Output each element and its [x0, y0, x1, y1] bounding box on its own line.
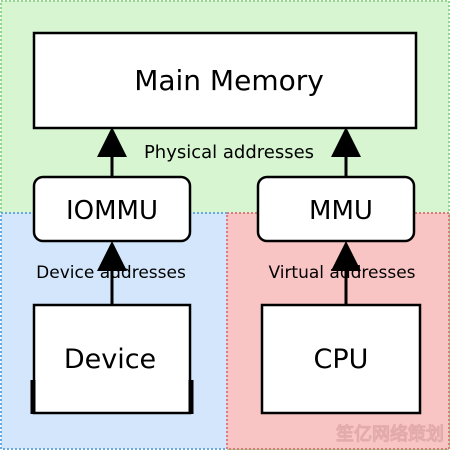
device-addresses-label: Device addresses [36, 263, 186, 283]
iommu-label: IOMMU [66, 196, 158, 226]
cpu-box [260, 303, 422, 415]
main-memory-label: Main Memory [134, 64, 324, 97]
device-label: Device [64, 344, 156, 375]
virtual-addresses-label: Virtual addresses [268, 263, 415, 283]
cpu-label: CPU [314, 344, 369, 375]
watermark-text: 笙亿网络策划 [335, 423, 444, 445]
main-memory-box [32, 31, 418, 130]
physical-addresses-label: Physical addresses [144, 142, 314, 163]
device-box [32, 303, 192, 415]
mmu-label: MMU [309, 196, 373, 226]
